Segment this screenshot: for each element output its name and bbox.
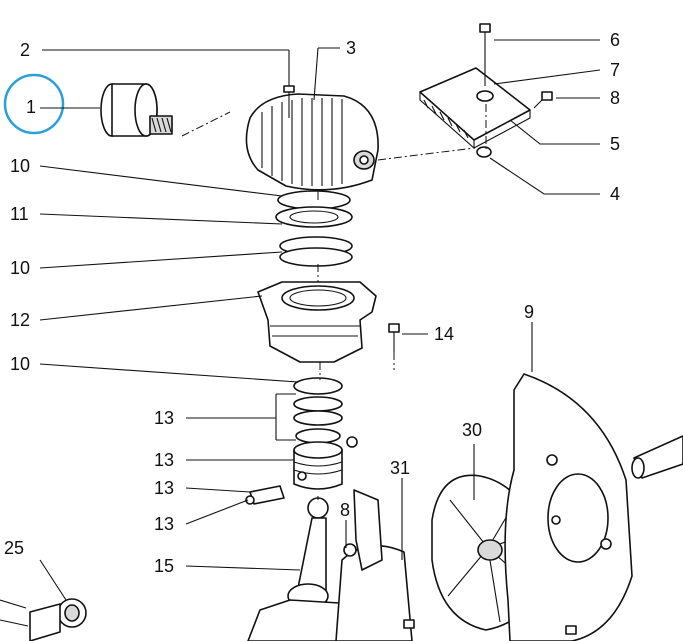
part-nut-4	[476, 146, 492, 158]
part-cylinder-bolt	[388, 323, 400, 352]
label-1: 1	[26, 97, 36, 117]
part-washer-7	[476, 90, 494, 102]
label-13-c: 13	[154, 478, 174, 498]
leader-lines	[39, 39, 601, 601]
highlight-circle	[3, 73, 65, 135]
part-bolt-6	[479, 23, 491, 86]
label-10-b: 10	[10, 258, 30, 278]
part-shroud	[504, 373, 633, 641]
part-cylinder	[257, 281, 377, 363]
label-10-a: 10	[10, 156, 30, 176]
label-31: 31	[390, 458, 410, 478]
part-shaft	[631, 435, 683, 479]
part-piston-pin	[249, 485, 285, 505]
label-4: 4	[610, 184, 620, 204]
part-connecting-rod	[287, 497, 329, 609]
part-cylinder-head	[245, 93, 379, 191]
part-belt-guard-bracket	[343, 489, 383, 571]
label-10-c: 10	[10, 354, 30, 374]
part-piston	[293, 441, 343, 490]
label-3: 3	[346, 38, 356, 58]
label-13-b: 13	[154, 450, 174, 470]
label-9: 9	[524, 302, 534, 322]
label-12: 12	[10, 310, 30, 330]
part-crankcase	[247, 544, 413, 641]
label-2: 2	[20, 40, 30, 60]
part-piston-rings	[293, 377, 343, 444]
label-14: 14	[434, 324, 454, 344]
part-number-labels: 1 2 3 6 7 8 5 4 10 11 10 12 10 14 9 13 3…	[4, 30, 620, 576]
label-8: 8	[610, 88, 620, 108]
part-circlip	[245, 436, 358, 505]
part-bearing	[0, 598, 87, 641]
label-13-d: 13	[154, 514, 174, 534]
label-15: 15	[154, 556, 174, 576]
label-11: 11	[10, 204, 29, 224]
part-gaskets-valve-plate	[275, 190, 353, 267]
label-13-a: 13	[154, 408, 174, 428]
label-7: 7	[610, 60, 620, 80]
label-30: 30	[462, 420, 482, 440]
label-8-b: 8	[340, 500, 350, 520]
label-25: 25	[4, 538, 24, 558]
part-air-filter	[100, 83, 173, 137]
label-5: 5	[610, 134, 620, 154]
part-screw-8	[533, 91, 553, 109]
alignment-lines	[181, 104, 487, 500]
part-fan-screw	[403, 619, 577, 635]
part-bracket	[419, 67, 531, 150]
label-6: 6	[610, 30, 620, 50]
